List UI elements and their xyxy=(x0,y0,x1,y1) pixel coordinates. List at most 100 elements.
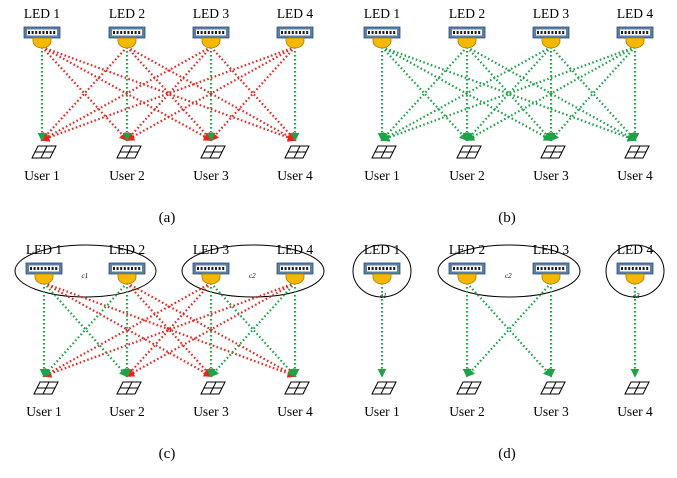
led-label: LED 2 xyxy=(449,6,485,21)
signal-link xyxy=(42,282,128,378)
signal-link xyxy=(380,46,552,141)
led-label: LED 2 xyxy=(449,242,485,257)
user-label: User 1 xyxy=(24,168,60,183)
cluster-label: c1 xyxy=(380,292,387,300)
cluster-ellipse xyxy=(437,244,581,298)
cluster-ellipse xyxy=(181,244,325,298)
led-fixture-icon xyxy=(276,26,314,49)
panel-caption: (c) xyxy=(159,446,176,462)
led-label: LED 2 xyxy=(109,242,145,257)
user-label: User 4 xyxy=(277,404,313,419)
cluster-ellipse xyxy=(352,244,412,298)
user-receiver-icon xyxy=(284,145,310,159)
led-label: LED 3 xyxy=(193,242,230,257)
led-fixture-icon xyxy=(532,262,570,285)
led-label: LED 4 xyxy=(617,242,654,257)
user-receiver-icon xyxy=(624,381,650,395)
signal-link xyxy=(210,282,297,378)
user-receiver-icon xyxy=(624,145,650,159)
signal-link xyxy=(549,46,636,142)
user-receiver-icon xyxy=(371,381,397,395)
led-fixture-icon xyxy=(363,26,401,49)
interference-link xyxy=(40,46,128,142)
led-fixture-icon xyxy=(616,26,654,49)
led-fixture-icon xyxy=(276,262,314,285)
interference-link xyxy=(42,281,296,378)
user-receiver-icon xyxy=(200,381,226,395)
led-label: LED 1 xyxy=(24,6,60,21)
signal-link xyxy=(466,282,553,378)
user-receiver-icon xyxy=(33,381,59,395)
user-label: User 1 xyxy=(364,168,400,183)
interference-link xyxy=(41,45,297,142)
interference-link xyxy=(43,281,297,378)
user-label: User 1 xyxy=(364,404,400,419)
user-label: User 3 xyxy=(533,168,569,183)
panel-caption: (a) xyxy=(159,210,176,226)
led-fixture-icon xyxy=(23,26,61,49)
led-label: LED 2 xyxy=(109,6,145,21)
user-label: User 4 xyxy=(277,168,313,183)
user-receiver-icon xyxy=(371,145,397,159)
signal-link xyxy=(380,46,468,142)
led-fixture-icon xyxy=(616,262,654,285)
interference-link xyxy=(210,46,297,142)
signal-link xyxy=(465,46,552,142)
led-label: LED 4 xyxy=(277,242,314,257)
user-receiver-icon xyxy=(456,145,482,159)
user-receiver-icon xyxy=(116,145,142,159)
led-label: LED 4 xyxy=(617,6,654,21)
user-receiver-icon xyxy=(456,381,482,395)
cluster-label: c2 xyxy=(249,272,256,280)
interference-link xyxy=(125,282,296,377)
user-label: User 2 xyxy=(449,404,485,419)
cluster-ellipse xyxy=(14,244,157,298)
user-label: User 3 xyxy=(193,168,229,183)
user-receiver-icon xyxy=(200,145,226,159)
cluster-ellipse xyxy=(605,244,665,298)
user-label: User 2 xyxy=(109,168,145,183)
signal-link xyxy=(209,282,296,378)
led-label: LED 3 xyxy=(533,6,570,21)
signal-link xyxy=(380,45,636,142)
user-receiver-icon xyxy=(540,381,566,395)
led-fixture-icon xyxy=(108,26,146,49)
led-fixture-icon xyxy=(363,262,401,285)
user-receiver-icon xyxy=(116,381,142,395)
led-fixture-icon xyxy=(25,262,63,285)
led-fixture-icon xyxy=(448,262,486,285)
user-label: User 3 xyxy=(193,404,229,419)
signal-link xyxy=(550,46,637,142)
user-receiver-icon xyxy=(284,381,310,395)
panel-caption: (d) xyxy=(498,446,516,462)
led-fixture-icon xyxy=(192,262,230,285)
led-label: LED 3 xyxy=(193,6,230,21)
led-fixture-icon xyxy=(108,262,146,285)
led-label: LED 3 xyxy=(533,242,570,257)
signal-link xyxy=(465,282,552,378)
interference-link xyxy=(41,46,129,142)
interference-link xyxy=(40,45,296,142)
led-label: LED 1 xyxy=(26,242,62,257)
interference-link xyxy=(40,46,212,141)
led-label: LED 1 xyxy=(364,6,400,21)
interference-link xyxy=(126,282,213,378)
user-label: User 1 xyxy=(26,404,62,419)
led-label: LED 1 xyxy=(364,242,400,257)
interference-link xyxy=(126,46,213,142)
led-fixture-icon xyxy=(448,26,486,49)
signal-link xyxy=(465,46,636,141)
user-receiver-icon xyxy=(31,145,57,159)
panel-caption: (b) xyxy=(498,210,516,226)
user-receiver-icon xyxy=(540,145,566,159)
led-fixture-icon xyxy=(532,26,570,49)
cluster-label: c2 xyxy=(505,272,512,280)
interference-link xyxy=(125,46,296,141)
signal-link xyxy=(466,46,553,142)
signal-link xyxy=(43,282,129,378)
